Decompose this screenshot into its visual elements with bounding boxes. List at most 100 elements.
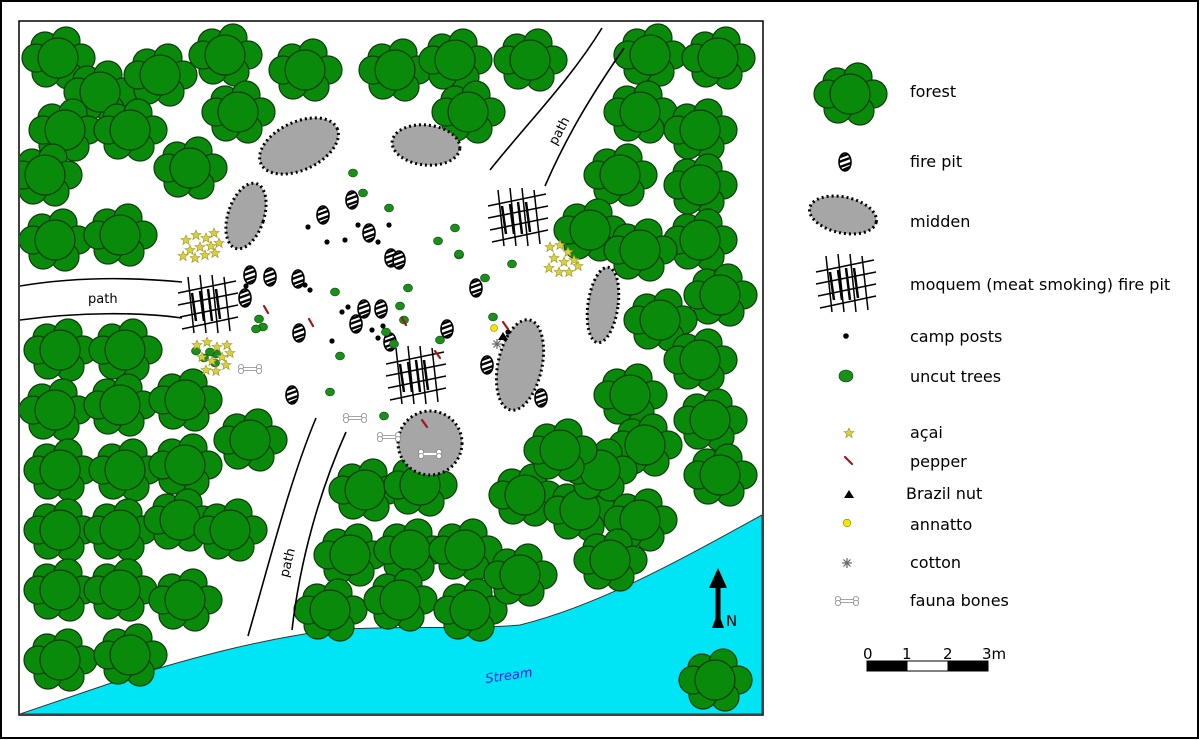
midden — [390, 123, 462, 167]
legend-fauna-bones-label: fauna bones — [910, 591, 1009, 610]
pepper — [307, 317, 315, 328]
camp-post — [355, 222, 361, 228]
uncut-tree — [389, 339, 399, 349]
fire-pit — [361, 222, 377, 244]
annatto — [490, 324, 498, 332]
camp-post — [375, 239, 381, 245]
uncut-tree — [450, 223, 460, 233]
uncut-tree — [454, 249, 464, 259]
uncut-tree — [325, 387, 335, 397]
legend-brazil-nut-label: Brazil nut — [906, 484, 982, 503]
peppers — [262, 304, 510, 429]
uncut-tree — [435, 335, 445, 345]
legend-moquem-label: moquem (meat smoking) fire pit — [910, 275, 1170, 294]
uncut-tree — [507, 259, 517, 269]
fire-pit — [439, 318, 455, 340]
north-arrow: N — [709, 568, 737, 630]
camp-posts — [243, 222, 511, 344]
uncut-tree — [488, 312, 498, 322]
camp-post — [375, 335, 381, 341]
fire-pit — [479, 354, 495, 376]
uncut-tree — [348, 168, 358, 178]
uncut-tree — [254, 314, 264, 324]
paths — [20, 27, 625, 637]
legend-cotton-label: cotton — [910, 553, 961, 572]
pepper — [400, 316, 408, 327]
uncut-tree — [395, 301, 405, 311]
legend-camp-post-icon — [843, 333, 849, 339]
uncut-tree — [379, 411, 389, 421]
uncut-tree — [358, 188, 368, 198]
pepper — [433, 349, 442, 360]
uncut-tree — [480, 273, 490, 283]
north-label: N — [726, 612, 737, 630]
camp-post — [329, 338, 335, 344]
legend-fire-pit-label: fire pit — [910, 152, 962, 171]
map-content: path path path Stream N — [20, 23, 762, 714]
legend-pepper-icon — [843, 455, 854, 466]
legend-camp-posts-label: camp posts — [910, 327, 1002, 346]
scale-tick-1: 1 — [902, 645, 912, 663]
legend-uncut-trees-label: uncut trees — [910, 367, 1001, 386]
camp-post — [302, 282, 308, 288]
pepper — [501, 320, 510, 331]
legend-forest-label: forest — [910, 82, 956, 101]
camp-post — [345, 304, 351, 310]
fire-pit — [344, 189, 360, 211]
fire-pit — [290, 268, 306, 290]
camp-post — [307, 287, 313, 293]
cotton — [492, 339, 502, 349]
uncut-tree — [205, 347, 215, 357]
fire-pit — [315, 204, 331, 226]
legend-fire-pit-icon — [837, 151, 853, 173]
scale-tick-3m: 3m — [982, 645, 1006, 663]
uncut-tree — [251, 324, 261, 334]
camp-post — [305, 224, 311, 230]
camp-post — [386, 222, 392, 228]
midden — [258, 116, 340, 176]
camp-post — [505, 329, 511, 335]
legend-midden-icon — [808, 194, 878, 236]
path-label: path — [277, 547, 299, 579]
uncut-tree — [384, 203, 394, 213]
brazil-nut — [498, 332, 508, 340]
midden — [585, 265, 621, 345]
camp-post — [380, 323, 386, 329]
stream-label: Stream — [484, 666, 533, 687]
fire-pit — [348, 313, 364, 335]
legend-uncut-tree-icon — [838, 369, 854, 383]
legend-midden-label: midden — [910, 212, 970, 231]
uncut-tree — [335, 351, 345, 361]
midden — [396, 409, 464, 477]
scale-bar: 0 1 2 3m — [863, 645, 1006, 672]
legend-acai-label: açai — [910, 423, 943, 442]
camp-post — [369, 327, 375, 333]
legend: forest fire pit midden moquem (meat smok… — [808, 62, 1170, 610]
fire-pit — [242, 264, 258, 286]
legend-annatto-label: annatto — [910, 515, 972, 534]
legend-cotton-icon — [842, 558, 852, 568]
uncut-tree — [403, 283, 413, 293]
fire-pit — [468, 277, 484, 299]
pepper — [262, 304, 270, 315]
fire-pit — [284, 384, 300, 406]
camp-post — [342, 237, 348, 243]
scale-tick-2: 2 — [943, 645, 953, 663]
uncut-tree — [381, 327, 391, 337]
legend-annatto-icon — [842, 518, 852, 528]
fire-pit — [356, 298, 372, 320]
midden — [494, 318, 546, 412]
fire-pit — [237, 287, 253, 309]
midden — [224, 181, 268, 251]
fire-pit — [533, 387, 549, 409]
fire-pit — [262, 266, 278, 288]
camp-post — [339, 309, 345, 315]
path-label: path — [88, 292, 118, 307]
uncut-tree — [330, 287, 340, 297]
fire-pit — [373, 298, 389, 320]
uncut-tree — [433, 236, 443, 246]
camp-post — [324, 239, 330, 245]
scale-tick-0: 0 — [863, 645, 873, 663]
legend-brazil-nut-icon — [844, 490, 854, 498]
